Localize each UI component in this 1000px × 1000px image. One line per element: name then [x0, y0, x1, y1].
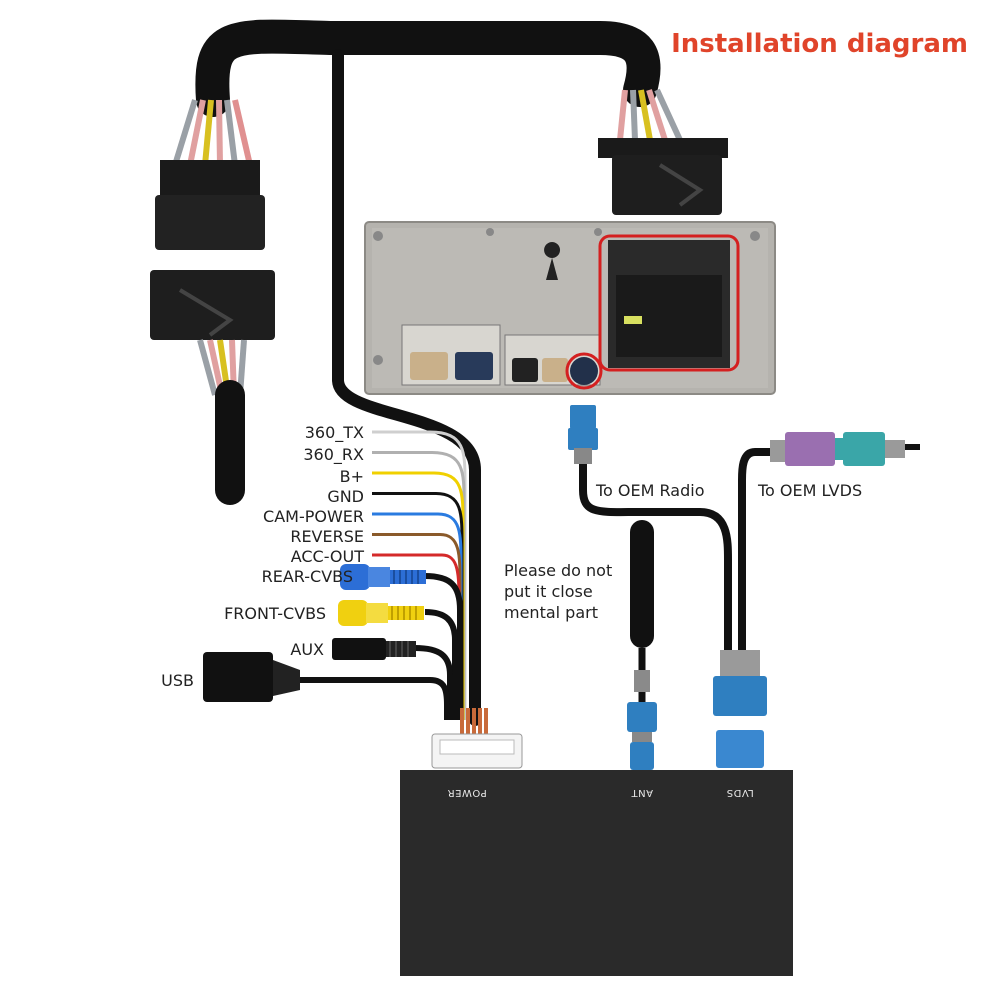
- callout-oem-lvds: To OEM LVDS: [757, 481, 862, 500]
- aux-cable: [414, 645, 453, 720]
- rear-cvbs-cable: [424, 573, 463, 720]
- signal-wire-gnd: [372, 492, 464, 720]
- harness-wires-right: [617, 88, 683, 142]
- radio-connector-highlight: [598, 234, 740, 372]
- radio-port-tan: [410, 352, 448, 380]
- radio-port-navy: [455, 352, 493, 380]
- front-cvbs-cable: [424, 609, 458, 720]
- fakra-connector-icon: [568, 405, 598, 464]
- oem-lvds-cable: [738, 448, 777, 654]
- interface-box: POWER ANT LVDS: [400, 770, 793, 976]
- diagram-title: Installation diagram: [671, 29, 968, 59]
- radio-port-white: [542, 358, 568, 382]
- wire-label-b-plus: B+: [340, 467, 364, 486]
- callout-antenna-note-3: mental part: [504, 603, 598, 622]
- signal-wire-b-: [372, 471, 465, 720]
- usb-plug-icon: [203, 652, 300, 702]
- connector-label-usb: USB: [161, 671, 194, 690]
- oem-connector-left: [150, 160, 275, 340]
- main-power-cable: [332, 49, 481, 726]
- antenna-icon: [627, 520, 657, 770]
- rca-plug-icon: [340, 564, 426, 590]
- wire-label-acc-out: ACC-OUT: [291, 547, 365, 566]
- usb-cable: [300, 677, 450, 720]
- wire-label-gnd: GND: [327, 487, 364, 506]
- radio-fakra-highlight: [565, 352, 603, 390]
- oem-connector-right: [598, 138, 728, 215]
- wire-label-reverse: REVERSE: [290, 527, 364, 546]
- radio-port-black: [512, 358, 538, 382]
- wire-labels: 360_TX 360_RX B+ GND CAM-POWER REVERSE A…: [263, 423, 364, 566]
- box-port-ant: ANT: [631, 787, 653, 798]
- signal-wire-360-tx: [372, 430, 467, 720]
- power-connector: [431, 708, 523, 769]
- signal-wire-360-rx: [372, 451, 466, 720]
- connector-label-aux: AUX: [290, 640, 324, 659]
- signal-wire-cam-power: [372, 512, 463, 720]
- connector-label-front-cvbs: FRONT-CVBS: [224, 604, 326, 623]
- radio-fakra-port: [570, 357, 598, 385]
- oem-radio-cable: [579, 458, 732, 654]
- box-port-power: POWER: [447, 787, 487, 798]
- callout-oem-radio: To OEM Radio: [595, 481, 704, 500]
- box-port-lvds: LVDS: [726, 787, 753, 798]
- callout-antenna-note-2: put it close: [504, 582, 593, 601]
- wire-label-360-rx: 360_RX: [303, 445, 364, 465]
- vehicle-harness: [150, 19, 728, 505]
- oem-radio-unit: [364, 221, 776, 395]
- connector-label-rear-cvbs: REAR-CVBS: [262, 567, 353, 586]
- lvds-fakra-pair: [770, 432, 905, 466]
- lvds-box-connector: [713, 650, 767, 768]
- harness-wires-left-top: [172, 99, 253, 166]
- wire-label-360-tx: 360_TX: [305, 423, 364, 443]
- wire-label-cam-power: CAM-POWER: [263, 507, 364, 526]
- rca-plug-icon-yellow: [338, 600, 424, 626]
- callout-antenna-note-1: Please do not: [504, 561, 612, 580]
- aux-jack-icon: [332, 638, 416, 660]
- signal-wires: [372, 430, 467, 720]
